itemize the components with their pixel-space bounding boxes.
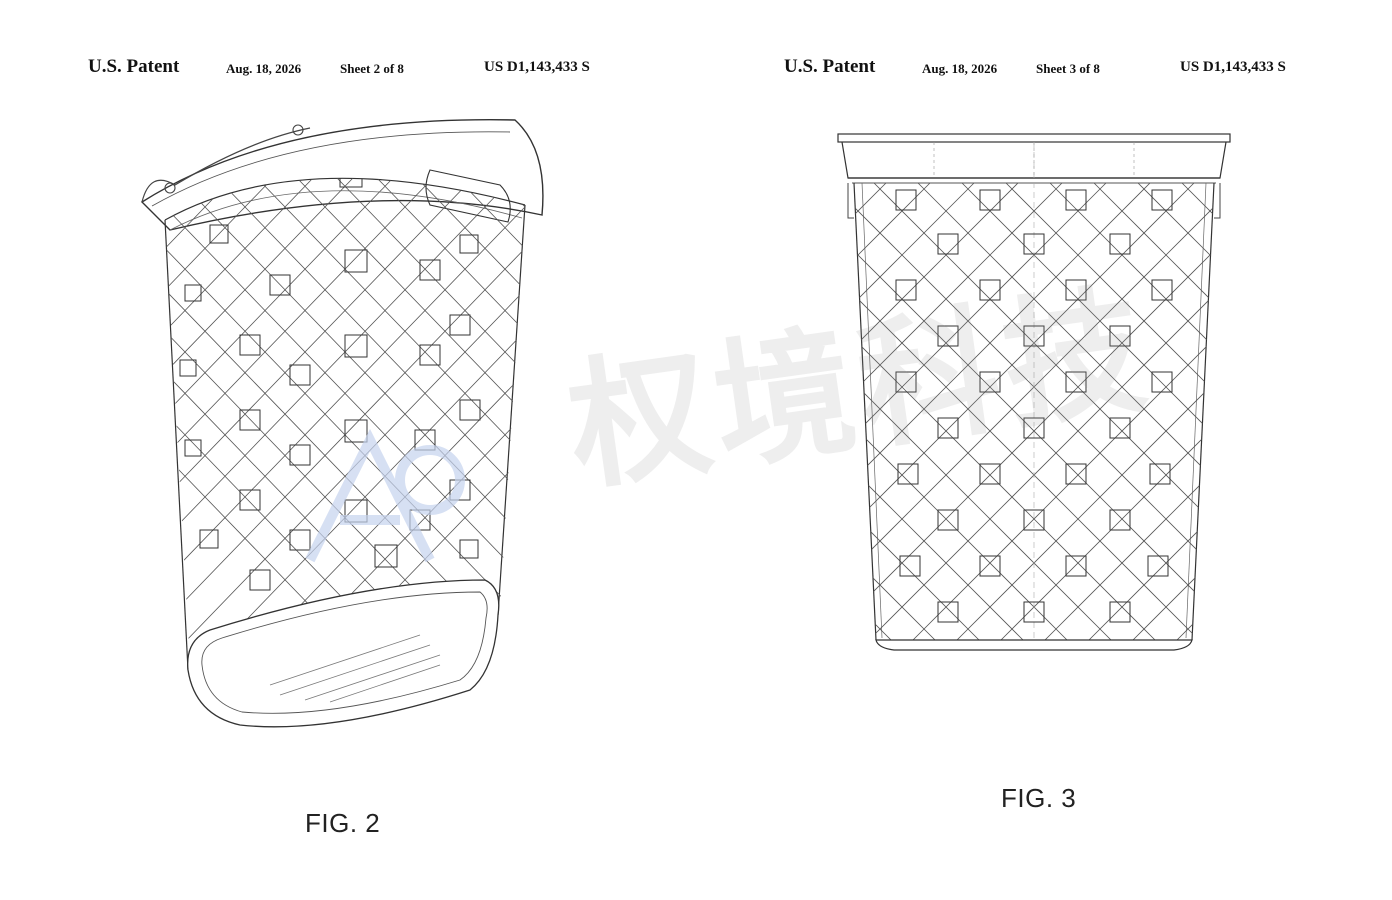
sheet-number: Sheet 3 of 8 xyxy=(1036,61,1100,76)
sheet-number: Sheet 2 of 8 xyxy=(340,61,404,76)
patent-date: Aug. 18, 2026 xyxy=(226,61,302,76)
patent-sheet-3: U.S. Patent Aug. 18, 2026 Sheet 3 of 8 U… xyxy=(696,0,1392,900)
patent-sheet-2: U.S. Patent Aug. 18, 2026 Sheet 2 of 8 U… xyxy=(0,56,696,838)
patent-date: Aug. 18, 2026 xyxy=(922,61,998,76)
sheet-header: U.S. Patent Aug. 18, 2026 Sheet 3 of 8 U… xyxy=(696,56,1392,80)
fig-3-basket-front-view-drawing xyxy=(837,133,1231,651)
sheet-header: U.S. Patent Aug. 18, 2026 Sheet 2 of 8 U… xyxy=(0,56,696,80)
figure-label: FIG. 2 xyxy=(305,808,381,838)
patent-label: U.S. Patent xyxy=(784,56,876,77)
patent-number: US D1,143,433 S xyxy=(1180,59,1286,75)
patent-number: US D1,143,433 S xyxy=(484,59,590,75)
patent-label: U.S. Patent xyxy=(88,56,180,77)
figure-label: FIG. 3 xyxy=(1001,783,1077,813)
fig-2-basket-perspective-drawing xyxy=(140,119,544,728)
